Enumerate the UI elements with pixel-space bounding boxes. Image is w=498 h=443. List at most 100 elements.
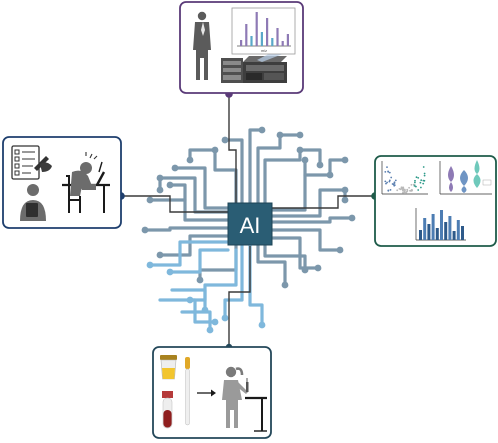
connector-right: [272, 195, 375, 209]
volcano-point-60: [423, 172, 426, 175]
circuit-terminal-lower-3: [166, 268, 174, 276]
lab-bench-icon: [245, 396, 267, 432]
circuit-terminal-upper-23: [341, 196, 349, 204]
circuit-terminal-upper-12: [314, 264, 322, 272]
circuit-trace-upper-6: [256, 133, 282, 205]
circuit-terminal-upper-10: [348, 214, 356, 222]
volcano-point-47: [384, 171, 387, 173]
mass-spectrum-chart: m/z: [231, 7, 296, 55]
bar-icon-bar-6: [440, 210, 443, 240]
volcano-point-68: [405, 191, 407, 194]
circuit-terminal-upper-19: [186, 156, 194, 164]
clinical-form-icon: [11, 145, 52, 180]
circuit-trace-upper-12: [270, 236, 320, 270]
volcano-point-46: [388, 180, 391, 183]
volcano-point-54: [420, 179, 423, 182]
bar-icon-bar-9: [452, 231, 456, 240]
volcano-point-40: [417, 177, 420, 179]
spectrum-frame: [231, 7, 296, 55]
volcano-point-37: [410, 183, 413, 186]
volcano-point-45: [409, 189, 411, 192]
blood-tube-icon: [162, 391, 173, 429]
volcano-point-63: [414, 179, 416, 182]
spectrum-peak-10: [286, 34, 289, 46]
volcano-point-36: [390, 176, 393, 179]
volcano-point-21: [422, 182, 425, 185]
circuit-terminal-upper-3: [211, 146, 219, 154]
circuit-terminal-upper-2: [171, 164, 179, 172]
bar-icon-bar-1: [419, 230, 422, 240]
circuit-terminal-upper-15: [156, 251, 164, 259]
sample-collection-panel: [152, 346, 272, 439]
data-analysis-panel: [374, 155, 497, 247]
circuit-terminal-upper-1: [156, 174, 164, 182]
volcano-point-70: [399, 188, 402, 191]
volcano-point-28: [385, 182, 387, 185]
bar-icon-bars: [419, 210, 464, 240]
circuit-terminal-upper-11: [336, 246, 344, 254]
urine-cup-icon: [160, 355, 177, 380]
circuit-terminal-upper-6: [276, 131, 284, 139]
circuit-terminal-upper-5: [258, 126, 266, 134]
volcano-point-15: [387, 170, 390, 173]
stressed-person-at-desk-icon: [62, 152, 110, 213]
circuit-trace-upper-3: [213, 148, 238, 205]
circuit-terminal-lower-7: [211, 318, 219, 326]
circuit-trace-upper-8: [270, 173, 332, 212]
volcano-point-61: [401, 188, 404, 190]
circuit-terminal-upper-4: [221, 136, 229, 144]
volcano-point-25: [394, 179, 397, 182]
volcano-point-16: [419, 181, 422, 184]
circuit-trace-upper-11: [270, 228, 342, 252]
volcano-point-24: [393, 181, 396, 184]
spectrum-peak-7: [271, 38, 274, 46]
circuit-terminal-lower-4: [146, 261, 154, 269]
circuit-trace-lower-8: [180, 310, 212, 332]
circuit-terminal-upper-16: [196, 276, 204, 284]
bar-chart-icon: [415, 208, 466, 241]
violin-shape-2: [460, 170, 468, 193]
circuit-trace-lower-1: [223, 243, 244, 320]
volcano-point-14: [415, 185, 417, 188]
circuit-trace-lower-4: [148, 240, 230, 267]
circuit-terminal-upper-21: [156, 186, 164, 194]
circuit-trace-upper-7: [263, 148, 302, 205]
circuit-trace-upper-22: [328, 158, 347, 177]
spectrum-peak-1: [240, 40, 243, 46]
circuit-terminal-upper-18: [301, 266, 309, 274]
bar-icon-bar-4: [431, 214, 435, 240]
circuit-terminal-upper-24: [301, 156, 309, 164]
patient-with-tablet-icon: [20, 184, 46, 221]
bar-icon-bar-3: [427, 224, 431, 240]
violin-shape-1: [448, 166, 454, 192]
circuit-terminal-lower-1: [221, 314, 229, 322]
circuit-trace-upper-10: [270, 216, 354, 224]
circuit-trace-upper-25: [168, 183, 187, 202]
circuit-trace-upper-18: [263, 243, 307, 272]
lab-technician-icon: [222, 366, 249, 428]
volcano-point-59: [415, 176, 418, 179]
bar-icon-bar-8: [448, 216, 452, 240]
spectrum-peak-2: [245, 24, 248, 46]
circuit-terminal-upper-8: [326, 171, 334, 179]
circuit-trace-lower-3: [168, 248, 230, 274]
scientist-figure: [193, 11, 211, 80]
volcano-point-65: [386, 181, 388, 184]
circuit-terminal-upper-14: [141, 226, 149, 234]
connector-top: [228, 93, 237, 212]
circuit-trace-upper-13: [148, 198, 230, 222]
circuit-trace-upper-5: [248, 128, 264, 205]
circuit-terminal-lower-6: [201, 306, 209, 314]
violin-plot-icon: [439, 160, 492, 195]
circuit-terminal-upper-17: [281, 281, 289, 289]
circuit-trace-lower-6: [170, 288, 207, 312]
volcano-point-52: [396, 189, 399, 192]
bar-icon-bar-5: [435, 228, 439, 240]
bar-icon-bar-10: [456, 220, 460, 240]
volcano-plot-icon: [381, 161, 428, 195]
circuit-terminal-dots: [141, 126, 356, 334]
volcano-point-8: [386, 166, 388, 169]
ai-label: AI: [240, 213, 261, 238]
circuit-terminal-lower-8: [206, 326, 214, 334]
